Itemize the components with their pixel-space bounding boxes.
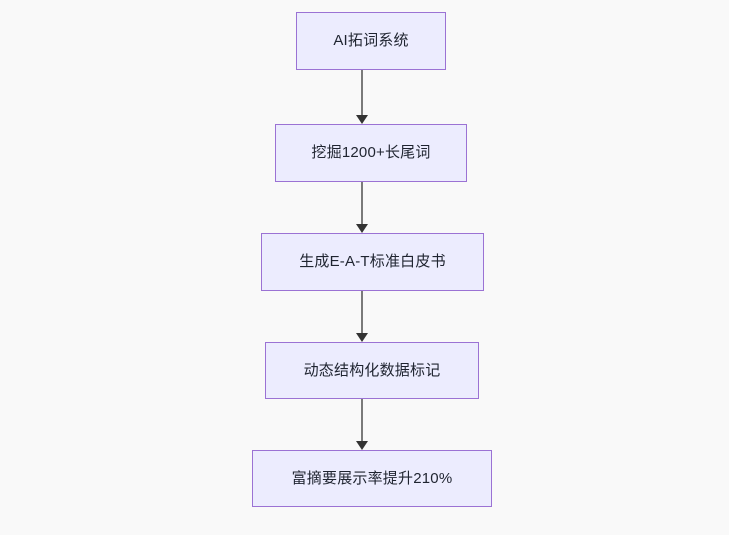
flow-node-generate-eat-whitepaper[interactable]: 生成E-A-T标准白皮书 (261, 233, 484, 291)
edge-line (361, 291, 363, 333)
arrowhead-icon (356, 441, 368, 450)
flow-node-label: 挖掘1200+长尾词 (311, 144, 431, 161)
arrowhead-icon (356, 115, 368, 124)
flow-edge-2 (353, 182, 371, 233)
flow-node-ai-keyword-system[interactable]: AI拓词系统 (296, 12, 446, 70)
flow-node-dynamic-structured-data-markup[interactable]: 动态结构化数据标记 (265, 342, 479, 399)
flow-edge-3 (353, 291, 371, 342)
edge-line (361, 70, 363, 115)
flow-edge-1 (353, 70, 371, 124)
flow-node-label: 生成E-A-T标准白皮书 (299, 253, 446, 270)
arrowhead-icon (356, 224, 368, 233)
edge-line (361, 182, 363, 224)
arrowhead-icon (356, 333, 368, 342)
flow-node-label: 富摘要展示率提升210% (291, 469, 453, 487)
flow-node-mine-longtail-keywords[interactable]: 挖掘1200+长尾词 (275, 124, 467, 182)
flow-node-label: 动态结构化数据标记 (303, 361, 441, 379)
flow-node-label: AI拓词系统 (333, 32, 409, 49)
flow-edge-4 (353, 399, 371, 450)
flow-node-rich-snippet-impression-lift[interactable]: 富摘要展示率提升210% (252, 450, 492, 507)
edge-line (361, 399, 363, 441)
